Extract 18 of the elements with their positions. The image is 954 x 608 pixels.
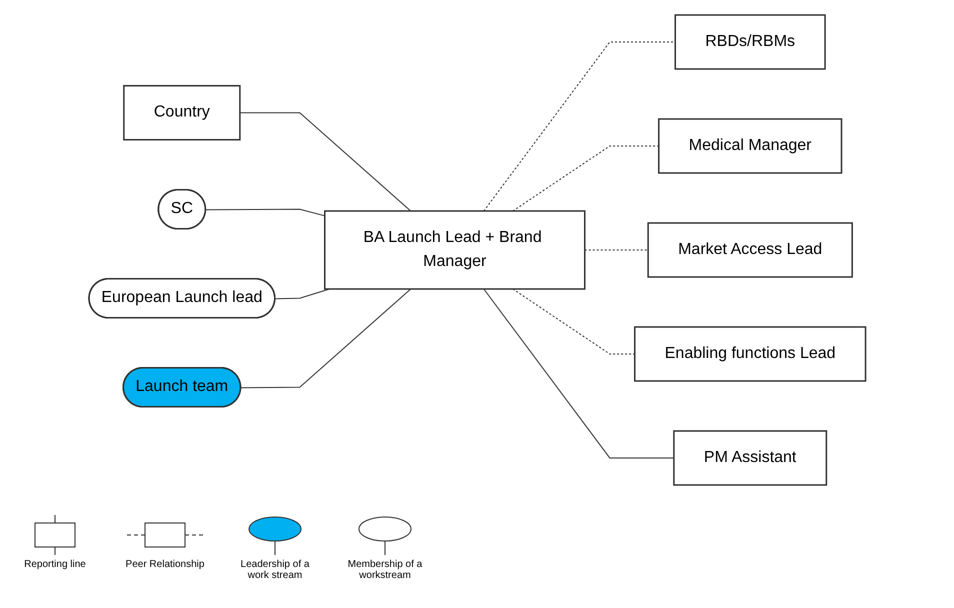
node-box: PM Assistant	[672, 430, 827, 486]
connector	[240, 288, 411, 388]
connector	[483, 288, 674, 458]
legend-label: Peer Relationship	[126, 559, 204, 570]
connector	[512, 288, 635, 354]
connector	[239, 112, 411, 212]
legend-label: Leadership of a work stream	[240, 559, 310, 581]
connector	[205, 208, 325, 216]
legend-label: Reporting line	[24, 559, 86, 570]
node-box: BA Launch Lead + Brand Manager	[324, 210, 586, 290]
node-box: Country	[122, 85, 240, 140]
node-box: RBDs/RBMs	[674, 14, 826, 70]
legend-label: Membership of a workstream	[346, 559, 424, 581]
connector	[483, 42, 676, 212]
node-box: Market Access Lead	[647, 222, 853, 278]
node-box: Enabling functions Lead	[634, 326, 866, 382]
node-box: Medical Manager	[658, 118, 842, 174]
connector	[274, 288, 330, 300]
